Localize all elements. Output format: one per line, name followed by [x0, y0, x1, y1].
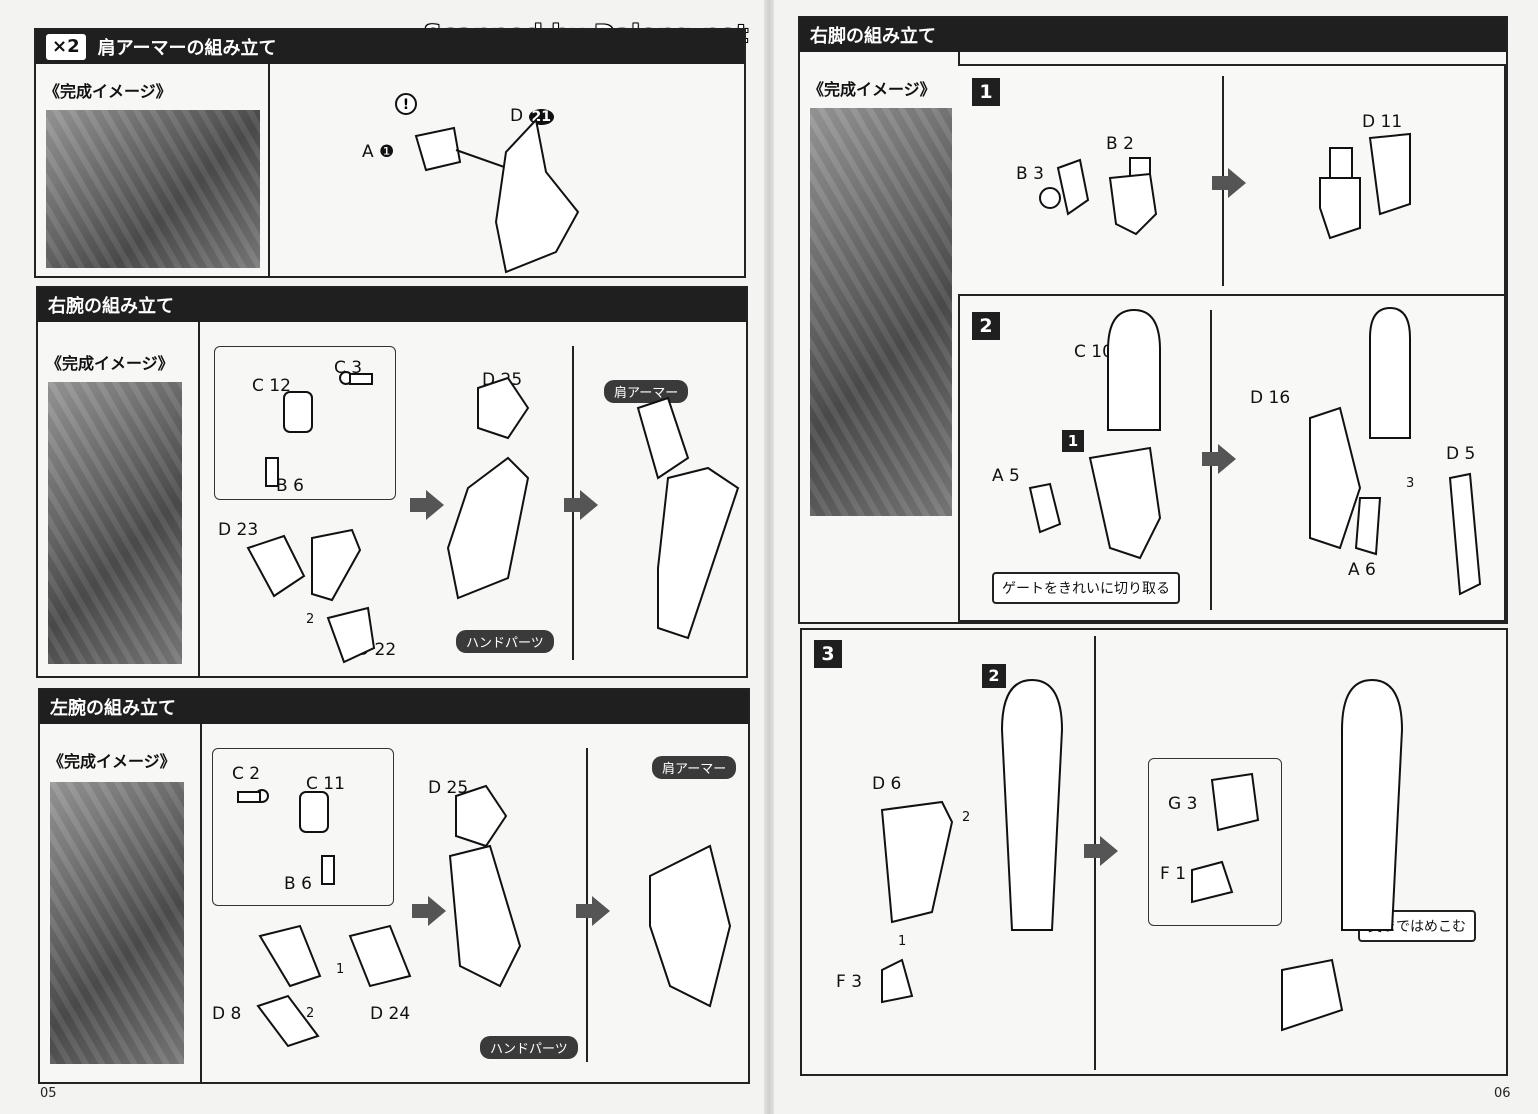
section-title: 右脚の組み立て [810, 26, 936, 47]
page-number-right: 06 [1494, 1086, 1511, 1101]
part-label-d23: D 23 [218, 520, 259, 540]
part-label-b6: B 6 [276, 476, 304, 496]
section-title: 右腕の組み立て [48, 296, 174, 317]
divider [200, 724, 202, 1082]
gate-trim-note: ゲートをきれいに切り取る [992, 572, 1180, 604]
divider [198, 322, 200, 676]
step3-parts-drawing [880, 678, 1404, 1032]
next-step-arrow-icon [1202, 444, 1236, 474]
page-number-left: 05 [40, 1086, 57, 1101]
step-number: 2 [972, 312, 1000, 340]
divider [958, 52, 960, 622]
subassembly-box [212, 748, 394, 906]
part-label-c11: C 11 [306, 774, 345, 794]
right-arm-parts-drawing [246, 371, 740, 664]
completed-photo [46, 110, 260, 268]
section-header: 左腕の組み立て [40, 690, 748, 724]
step-number: 3 [814, 640, 842, 668]
subassembly-box [1148, 758, 1282, 926]
right-leg-step3-section: 3 2 D 6 F 3 2 1 G 3 F 1 奥まではめこむ [800, 628, 1508, 1076]
book-spine [764, 0, 774, 1114]
part-label-a6: A 6 [1348, 560, 1376, 580]
part-label-c2: C 2 [232, 764, 261, 784]
part-label-d6: D 6 [872, 774, 902, 794]
part-label-b2: B 2 [1106, 134, 1134, 154]
shoulder-parts-drawing: ! [395, 93, 580, 274]
next-step-arrow-icon [564, 490, 598, 520]
right-arm-section: 右腕の組み立て 《完成イメージ》 C 3 C 12 B 6 D 23 D 22 … [36, 286, 748, 678]
part-label-a5: A 5 [992, 466, 1020, 486]
completed-photo [48, 382, 182, 664]
order-1: 1 [336, 962, 345, 977]
part-label-d8: D 8 [212, 1004, 242, 1024]
step-number: 1 [972, 78, 1000, 106]
hand-parts-callout: ハンドパーツ [456, 630, 554, 653]
next-step-arrow-icon [1212, 168, 1246, 198]
divider [268, 64, 270, 276]
completed-image-label: 《完成イメージ》 [48, 752, 176, 771]
subassembly-box [214, 346, 396, 500]
next-step-arrow-icon [1084, 836, 1118, 866]
part-label-f1: F 1 [1160, 864, 1187, 884]
right-leg-section: 右脚の組み立て 《完成イメージ》 1 B 3 B 2 D 11 2 C 10 1… [798, 16, 1508, 624]
order-2: 2 [306, 1006, 315, 1021]
right-leg-parts-drawing [1028, 132, 1482, 596]
shoulder-armor-section: ×2 肩アーマーの組み立て 《完成イメージ》 A ❶ D 21 ! [34, 28, 746, 278]
completed-photo [50, 782, 184, 1064]
part-label: A ❶ [362, 142, 395, 162]
part-label-d24: D 24 [370, 1004, 411, 1024]
next-step-arrow-icon [410, 490, 444, 520]
order-1: 1 [898, 934, 907, 949]
order-2: 2 [306, 612, 315, 627]
part-label-f3: F 3 [836, 972, 863, 992]
part-label-d5: D 5 [1446, 444, 1476, 464]
next-step-arrow-icon [412, 896, 446, 926]
reference-step-badge: 1 [1062, 430, 1084, 452]
hand-parts-callout: ハンドパーツ [480, 1036, 578, 1059]
section-header: ×2 肩アーマーの組み立て [36, 30, 744, 64]
svg-text:!: ! [403, 97, 409, 113]
part-label-c3: C 3 [334, 358, 363, 378]
section-title: 左腕の組み立て [50, 698, 176, 719]
part-label-d11: D 11 [1362, 112, 1403, 132]
order-3: 3 [1406, 476, 1415, 491]
part-label-g3: G 3 [1168, 794, 1198, 814]
reference-step-badge: 2 [982, 664, 1006, 688]
completed-image-label: 《完成イメージ》 [46, 354, 174, 373]
section-header: 右脚の組み立て [800, 18, 1506, 52]
part-label-c12: C 12 [252, 376, 291, 396]
shoulder-armor-callout: 肩アーマー [652, 756, 737, 779]
next-step-arrow-icon [576, 896, 610, 926]
completed-photo [810, 108, 952, 516]
section-header: 右腕の組み立て [38, 288, 746, 322]
left-arm-section: 左腕の組み立て 《完成イメージ》 C 2 C 11 B 6 D 8 D 24 D… [38, 688, 750, 1084]
quantity-badge: ×2 [46, 34, 86, 60]
completed-image-label: 《完成イメージ》 [44, 82, 172, 101]
left-arm-parts-drawing [237, 784, 732, 1048]
order-2: 2 [962, 810, 971, 825]
part-label-b6: B 6 [284, 874, 312, 894]
completed-image-label: 《完成イメージ》 [808, 80, 936, 99]
section-title: 肩アーマーの組み立て [97, 38, 277, 59]
part-label-d16: D 16 [1250, 388, 1291, 408]
part-label-b3: B 3 [1016, 164, 1044, 184]
